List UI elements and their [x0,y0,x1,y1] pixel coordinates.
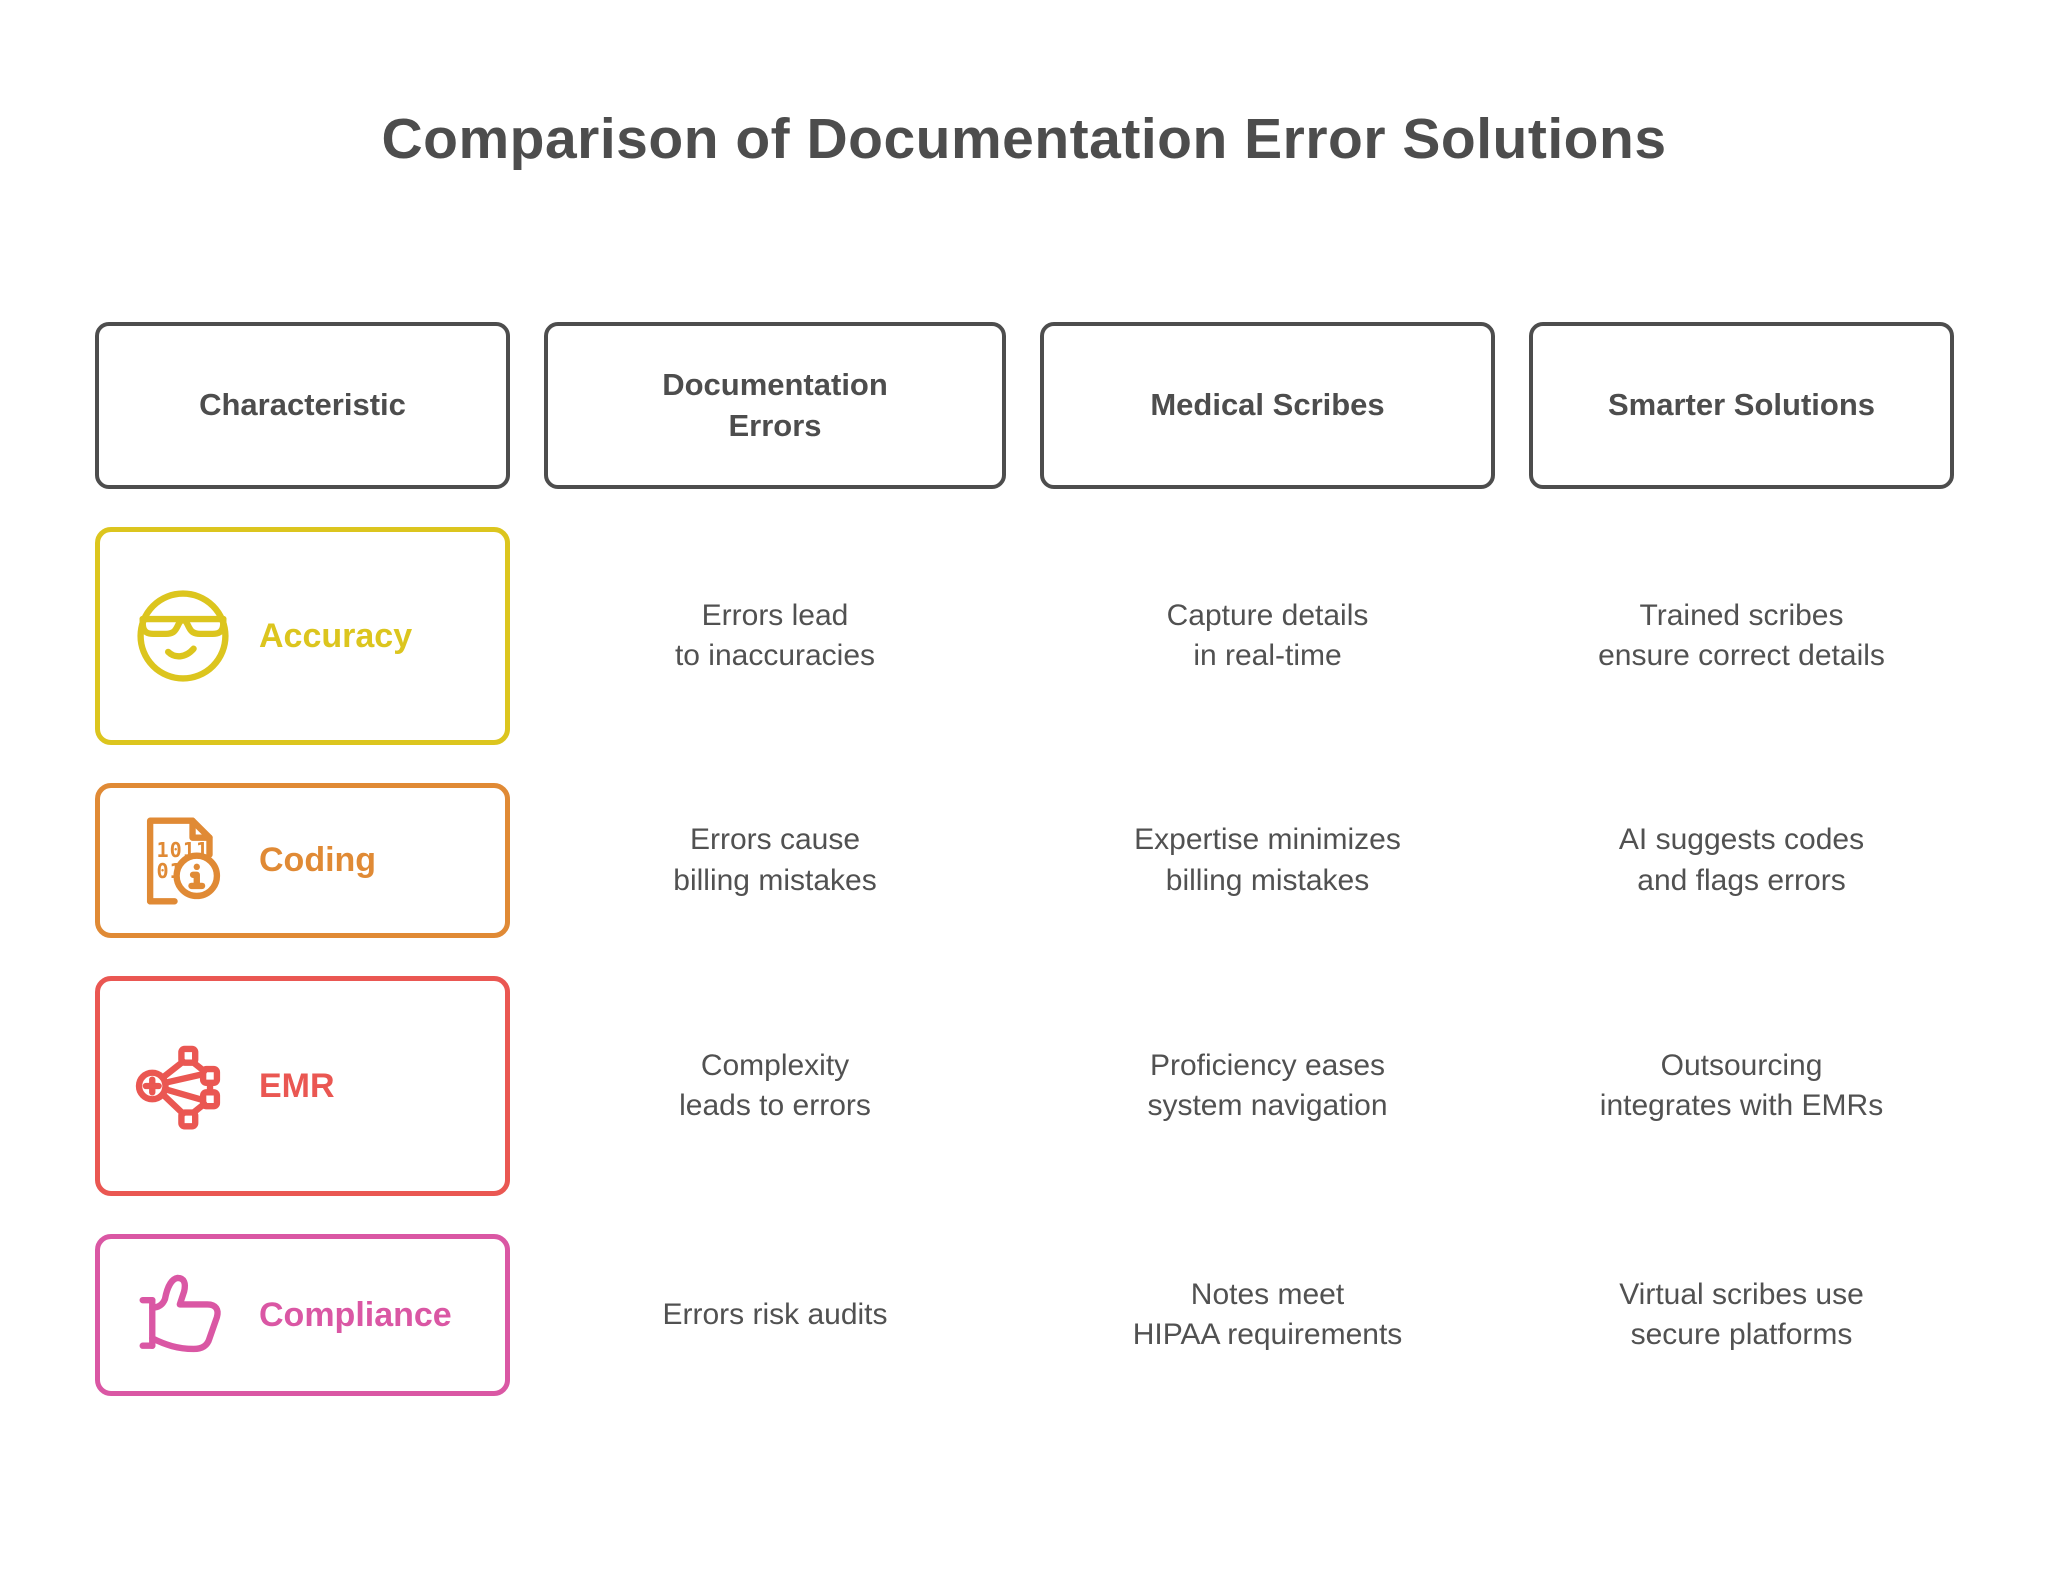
thumbs-up-icon [130,1262,236,1368]
cell-compliance-smarter-solutions: Virtual scribes use secure platforms [1619,1277,1864,1352]
row-label: EMR [259,1066,335,1105]
row-header-coding: 1011 01 Coding [95,783,510,938]
row-label: Compliance [259,1295,452,1334]
cell-emr-medical-scribes: Proficiency eases system navigation [1147,1048,1388,1123]
column-header-label: Smarter Solutions [1608,387,1875,423]
cool-face-icon [130,583,236,689]
column-header-documentation-errors: Documentation Errors [544,322,1006,489]
page-title: Comparison of Documentation Error Soluti… [381,107,1667,171]
row-label: Coding [259,841,377,879]
row-label: Accuracy [259,616,413,655]
column-header-label: Medical Scribes [1150,387,1385,423]
network-nodes-icon [130,1033,236,1139]
comparison-table: Characteristic Documentation Errors Medi… [95,322,1954,1396]
column-header-label: Documentation Errors [662,366,888,443]
cell-accuracy-medical-scribes: Capture details in real-time [1166,598,1369,673]
cell-accuracy-smarter-solutions: Trained scribes ensure correct details [1598,598,1885,673]
cell-coding-documentation-errors: Errors cause billing mistakes [673,823,877,897]
column-header-characteristic: Characteristic [95,322,510,489]
column-header-smarter-solutions: Smarter Solutions [1529,322,1954,489]
cell-emr-smarter-solutions: Outsourcing integrates with EMRs [1599,1048,1884,1123]
cell-accuracy-documentation-errors: Errors lead to inaccuracies [674,598,876,673]
cell-compliance-medical-scribes: Notes meet HIPAA requirements [1132,1277,1403,1352]
column-header-label: Characteristic [199,387,406,423]
cell-coding-medical-scribes: Expertise minimizes billing mistakes [1134,823,1401,897]
row-header-emr: EMR [95,976,510,1196]
row-header-compliance: Compliance [95,1234,510,1396]
row-header-accuracy: Accuracy [95,527,510,745]
cell-emr-documentation-errors: Complexity leads to errors [679,1048,871,1123]
cell-compliance-documentation-errors: Errors risk audits [662,1297,888,1331]
column-header-medical-scribes: Medical Scribes [1040,322,1495,489]
binary-file-info-icon: 1011 01 [130,808,236,914]
cell-coding-smarter-solutions: AI suggests codes and flags errors [1618,823,1865,897]
